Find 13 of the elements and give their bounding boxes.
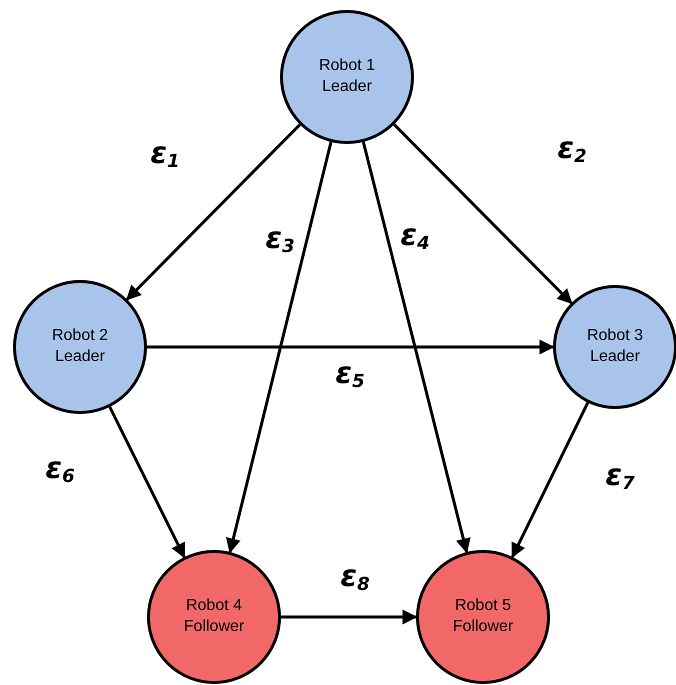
arrow — [393, 124, 572, 304]
node-label: Robot 2 Leader — [50, 326, 110, 367]
node-label: Robot 5 Follower — [452, 596, 514, 637]
arrow — [362, 142, 471, 554]
arrow — [511, 402, 590, 558]
node-label: Robot 4 Follower — [182, 596, 246, 637]
node-label: Robot 3 Leader — [586, 326, 644, 367]
arrow — [226, 142, 332, 554]
node-label: Robot 1 Leader — [318, 56, 376, 97]
arrow — [126, 124, 301, 300]
arrow — [147, 340, 554, 354]
arrow — [281, 610, 418, 624]
arrow — [108, 406, 186, 558]
